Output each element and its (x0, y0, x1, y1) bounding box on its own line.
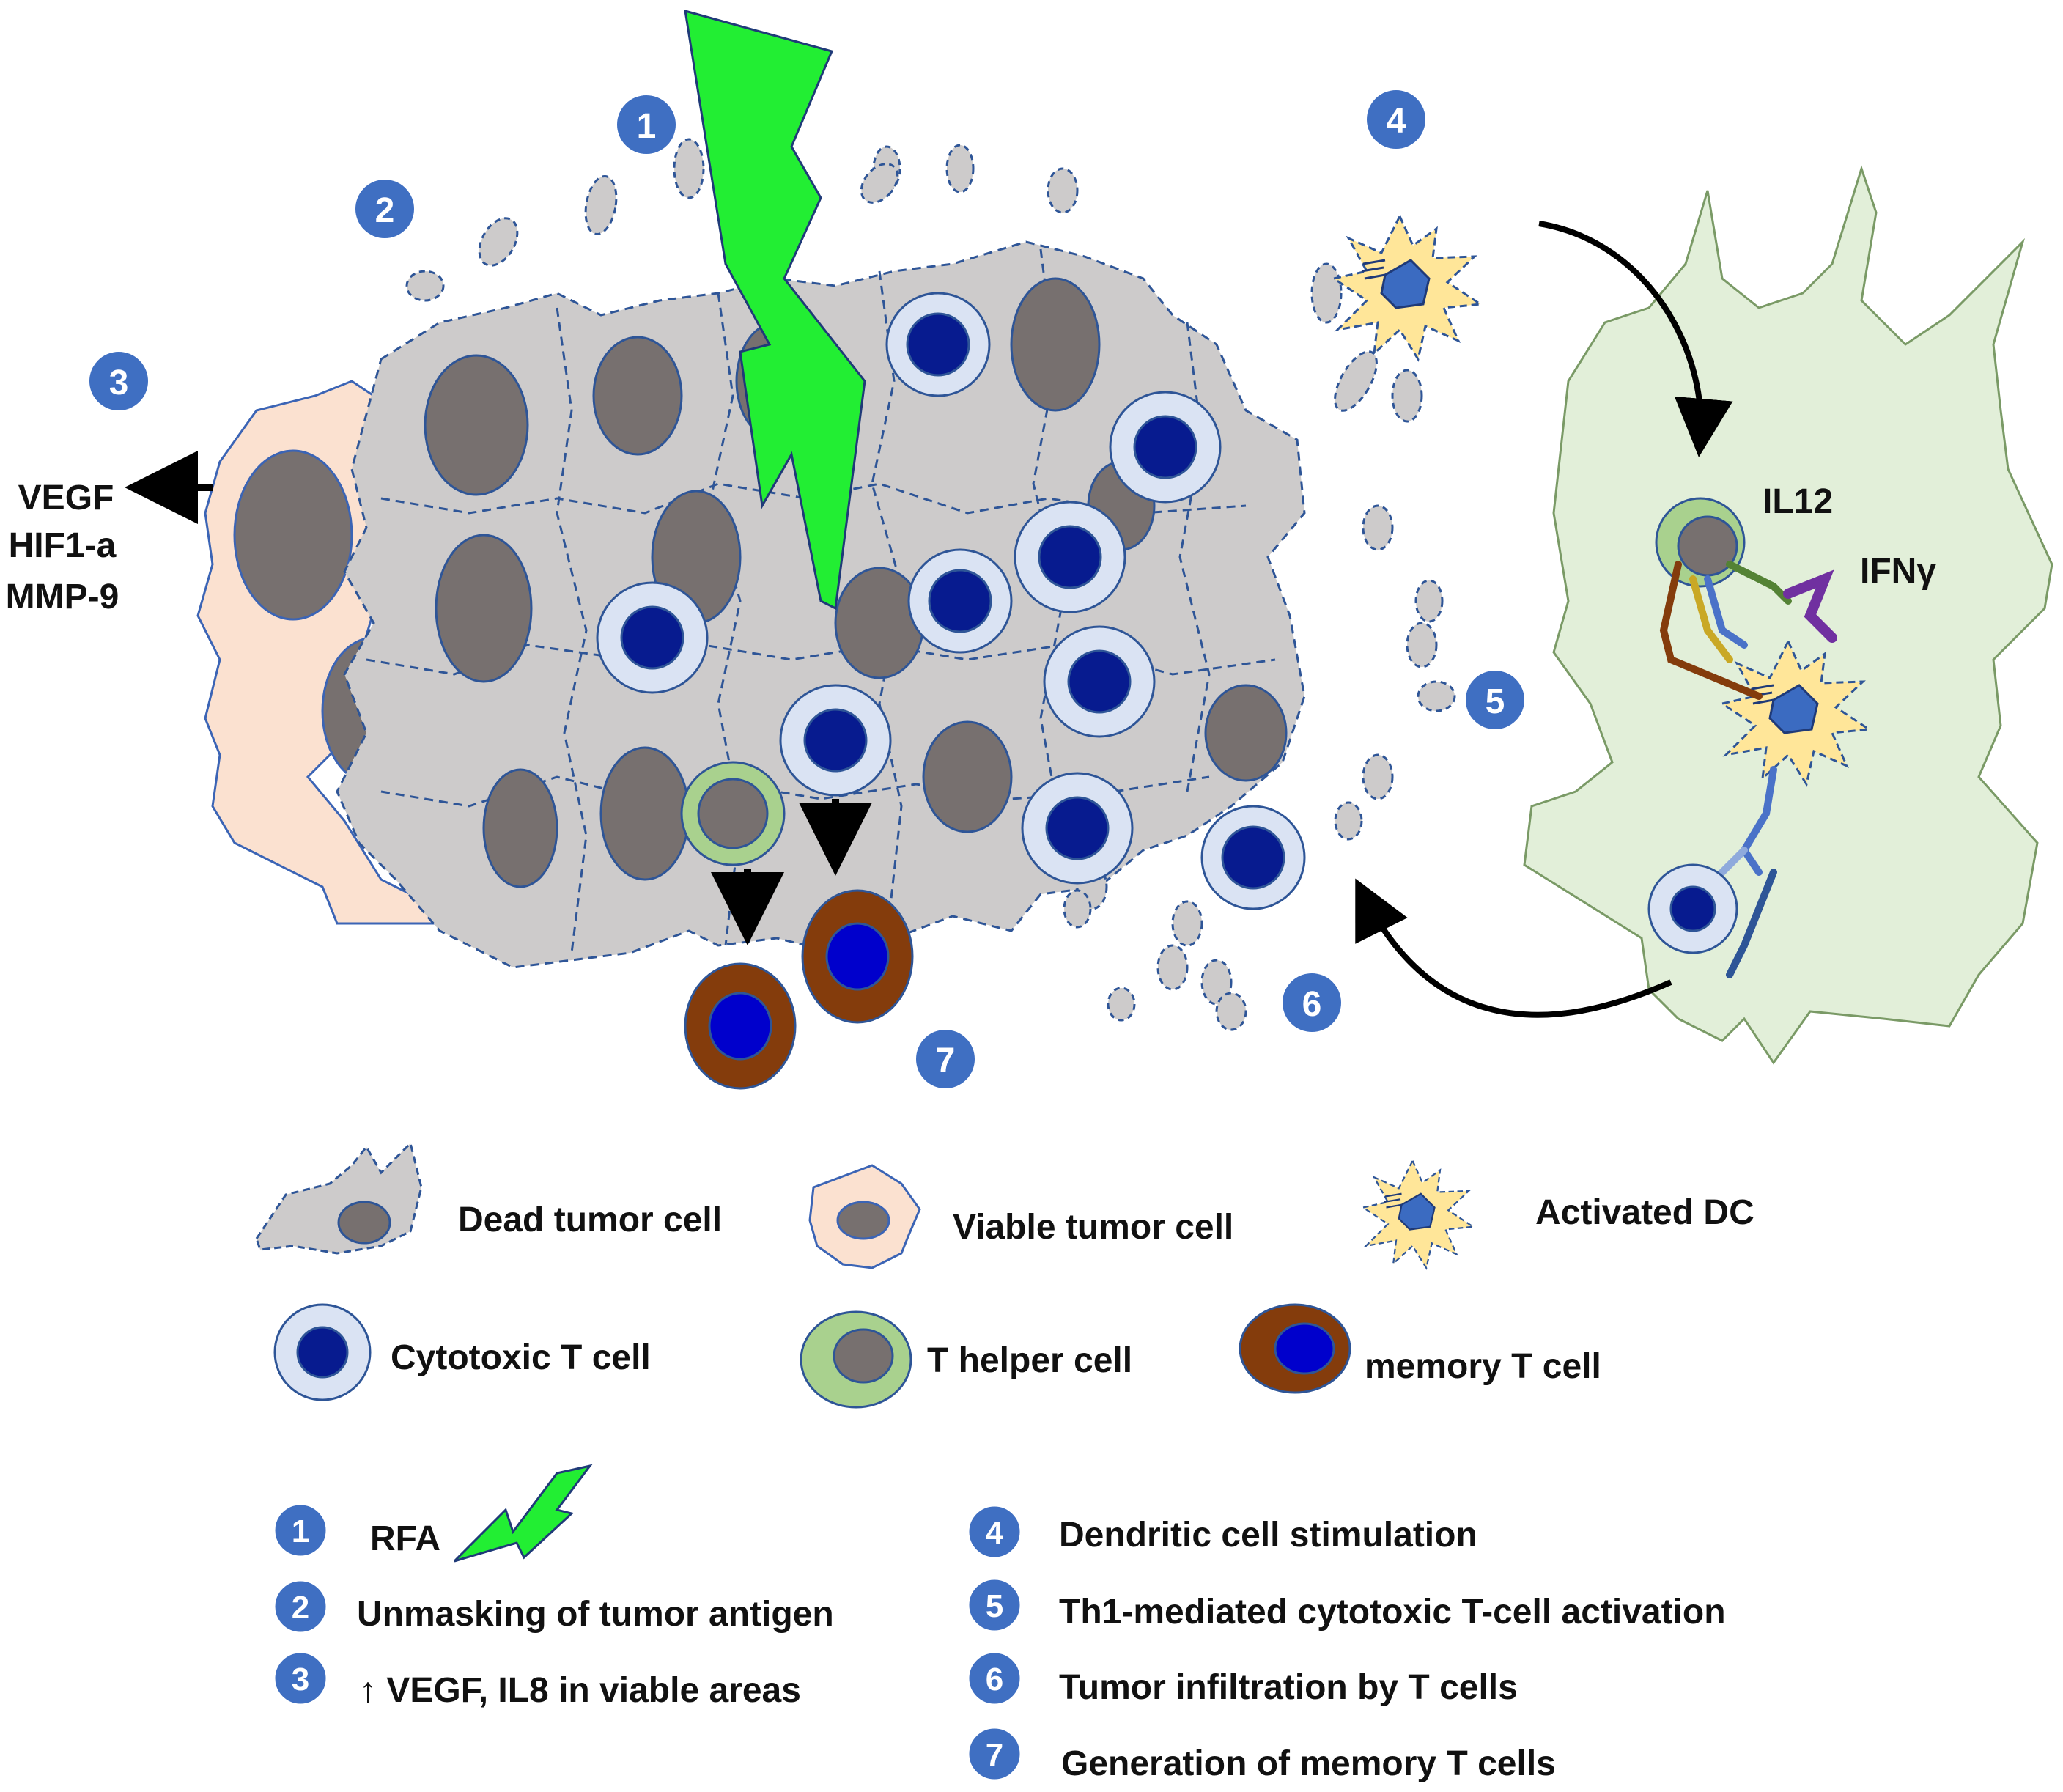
step-badge-2: 2 (353, 177, 417, 241)
memory-t-cell-icon (1239, 1303, 1351, 1394)
activated-dc (1332, 215, 1482, 361)
legend-activated-dc: Activated DC (1362, 1159, 1754, 1269)
t-helper-cell-icon (800, 1310, 912, 1409)
step-badge-1: 1 (614, 92, 679, 157)
legend-viable-tumor-cell: Viable tumor cell (808, 1164, 1233, 1269)
activation-zone (1523, 165, 2053, 1065)
svg-text:3: 3 (109, 364, 129, 402)
step-badge-7: 7 (913, 1027, 978, 1091)
t-helper-cell (680, 761, 786, 866)
step-legend: 1 RFA 2 Unmasking of tumor antigen 3 ↑ V… (273, 1464, 1726, 1783)
step-badge-5: 5 (1463, 668, 1527, 732)
legend-cytotoxic-t-cell: Cytotoxic T cell (273, 1303, 651, 1401)
legend-memory-t-cell: memory T cell (1239, 1303, 1601, 1394)
svg-text:4: 4 (1387, 102, 1406, 141)
activated-dc-icon (1362, 1159, 1475, 1269)
memory-t-cells (684, 889, 914, 1090)
step-item-4: 4 Dendritic cell stimulation (967, 1504, 1477, 1560)
vegf-label: VEGF (18, 479, 114, 517)
step-item-7: 7 Generation of memory T cells (967, 1726, 1556, 1783)
svg-text:6: 6 (986, 1662, 1003, 1697)
legend-label-dead-tumor-cell: Dead tumor cell (458, 1201, 722, 1239)
step-label-6: Tumor infiltration by T cells (1059, 1668, 1518, 1707)
step-item-3: 3 ↑ VEGF, IL8 in viable areas (273, 1651, 801, 1710)
step-label-4: Dendritic cell stimulation (1059, 1516, 1477, 1555)
legend-label-t-helper-cell: T helper cell (927, 1341, 1132, 1380)
cell-debris (405, 116, 1456, 1031)
legend-label-activated-dc: Activated DC (1535, 1193, 1754, 1232)
step-label-1: RFA (370, 1519, 440, 1558)
svg-text:4: 4 (986, 1515, 1004, 1551)
hif1a-label: HIF1-a (9, 526, 117, 565)
rfa-lightning-bolt (684, 9, 866, 611)
svg-text:2: 2 (292, 1590, 309, 1626)
svg-text:3: 3 (292, 1662, 309, 1697)
rfa-legend-lightning-icon (453, 1464, 593, 1563)
step-label-3: ↑ VEGF, IL8 in viable areas (359, 1671, 801, 1710)
svg-text:6: 6 (1302, 985, 1322, 1024)
activation-helper-cell (1655, 497, 1746, 588)
step-badge-3: 3 (86, 349, 151, 413)
step-label-5: Th1-mediated cytotoxic T-cell activation (1059, 1593, 1726, 1631)
legend-t-helper-cell: T helper cell (800, 1310, 1132, 1409)
figure-step-badges: 1 2 3 4 5 6 7 (86, 87, 1527, 1091)
step-label-2: Unmasking of tumor antigen (357, 1595, 834, 1634)
step-item-2: 2 Unmasking of tumor antigen (273, 1579, 834, 1634)
step-item-5: 5 Th1-mediated cytotoxic T-cell activati… (967, 1577, 1726, 1633)
svg-text:5: 5 (1486, 682, 1505, 721)
step-label-7: Generation of memory T cells (1061, 1744, 1556, 1783)
il12-label: IL12 (1763, 482, 1833, 521)
activation-to-tumor-arrow (1355, 878, 1672, 1018)
step-item-6: 6 Tumor infiltration by T cells (967, 1651, 1518, 1707)
svg-text:7: 7 (986, 1737, 1003, 1773)
ifng-label: IFNγ (1860, 552, 1936, 591)
cytotoxic-t-cells (596, 292, 1306, 910)
svg-text:5: 5 (986, 1588, 1003, 1624)
legend-label-cytotoxic-t-cell: Cytotoxic T cell (391, 1338, 651, 1377)
dc-to-activation-arrow (1538, 221, 1733, 457)
mmp9-label: MMP-9 (6, 578, 119, 616)
svg-text:2: 2 (375, 191, 395, 230)
dead-tumor-cell-icon (255, 1141, 423, 1255)
step-badge-6: 6 (1280, 970, 1344, 1035)
step-badge-4: 4 (1364, 87, 1428, 152)
legend-label-viable-tumor-cell: Viable tumor cell (953, 1208, 1233, 1247)
activation-cytotoxic-t-cell (1647, 863, 1738, 954)
legend-dead-tumor-cell: Dead tumor cell (255, 1141, 722, 1255)
cytotoxic-t-cell-icon (273, 1303, 372, 1401)
cell-legend: Dead tumor cell Viable tumor cell Activa… (255, 1141, 1754, 1409)
legend-label-memory-t-cell: memory T cell (1365, 1347, 1601, 1386)
svg-text:1: 1 (637, 107, 657, 146)
memory-arrows (711, 799, 872, 945)
svg-text:1: 1 (292, 1513, 309, 1549)
tumor-diagram: VEGF HIF1-a MMP-9 IL12 IFNγ 1 2 3 4 5 6 … (6, 9, 2053, 1091)
svg-text:7: 7 (936, 1041, 956, 1080)
step-item-1: 1 RFA (273, 1464, 593, 1563)
